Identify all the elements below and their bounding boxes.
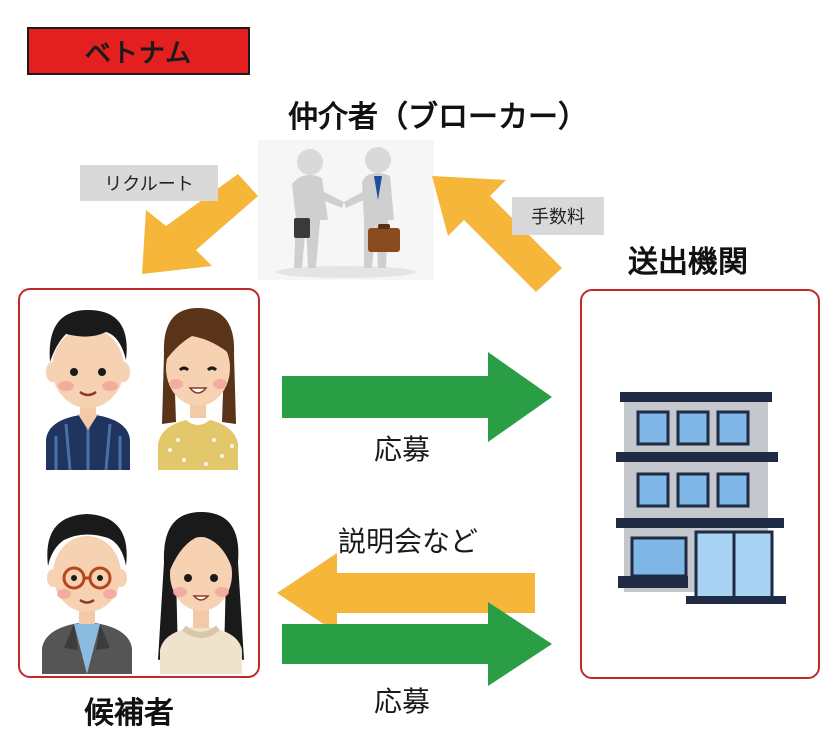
- candidates-title: 候補者: [84, 696, 174, 731]
- fee-arrow: [432, 176, 562, 292]
- recruit-arrow: [142, 174, 258, 274]
- apply-label-top: 応募: [374, 433, 431, 466]
- candidate-long-hair-woman-avatar: [158, 512, 244, 674]
- candidate-man-avatar: [46, 310, 130, 471]
- apply-arrow-top: [282, 352, 552, 442]
- info-session-label: 説明会など: [338, 525, 479, 558]
- apply-label-bottom: 応募: [374, 685, 431, 718]
- apply-arrow-bottom: [282, 602, 552, 686]
- country-tag: ベトナム: [27, 27, 250, 75]
- fee-label: 手数料: [512, 197, 604, 235]
- recruit-label: リクルート: [80, 165, 218, 201]
- agency-title: 送出機関: [628, 245, 748, 280]
- building-illustration: [616, 392, 786, 604]
- agency-panel: [580, 289, 820, 679]
- broker-title: 仲介者（ブローカー）: [288, 100, 588, 135]
- candidate-glasses-man-avatar: [42, 514, 132, 674]
- candidate-woman-avatar: [158, 308, 238, 470]
- country-tag-label: ベトナム: [84, 38, 193, 69]
- info-session-arrow: [277, 553, 535, 633]
- handshake-illustration: [258, 140, 434, 280]
- candidates-panel: [18, 288, 260, 678]
